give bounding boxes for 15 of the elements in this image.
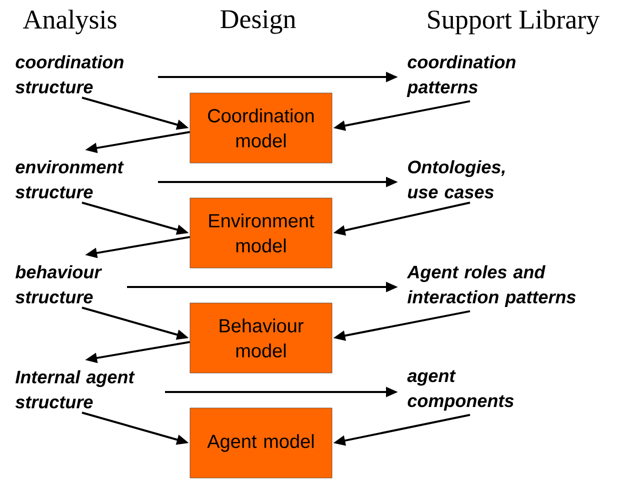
column-heading: Design [220,10,296,34]
model-box: Behaviour model [190,302,332,374]
analysis-text: environment structure [15,160,124,198]
model-box: Agent model [190,408,332,478]
model-box: Coordination model [190,92,332,164]
library-text: coordination patterns [406,55,516,97]
analysis-text: Internal agent structure [15,370,135,408]
library-text: agent components [407,370,514,411]
column-heading: Analysis [23,10,116,34]
analysis-text: behaviour structure [15,265,102,304]
analysis-text: coordination structure [15,55,124,94]
model-box: Environment model [190,198,332,268]
column-heading: Support Library [428,10,600,34]
library-text: Ontologies, use cases [408,160,505,198]
library-text: Agent roles and interaction patterns [406,265,576,307]
